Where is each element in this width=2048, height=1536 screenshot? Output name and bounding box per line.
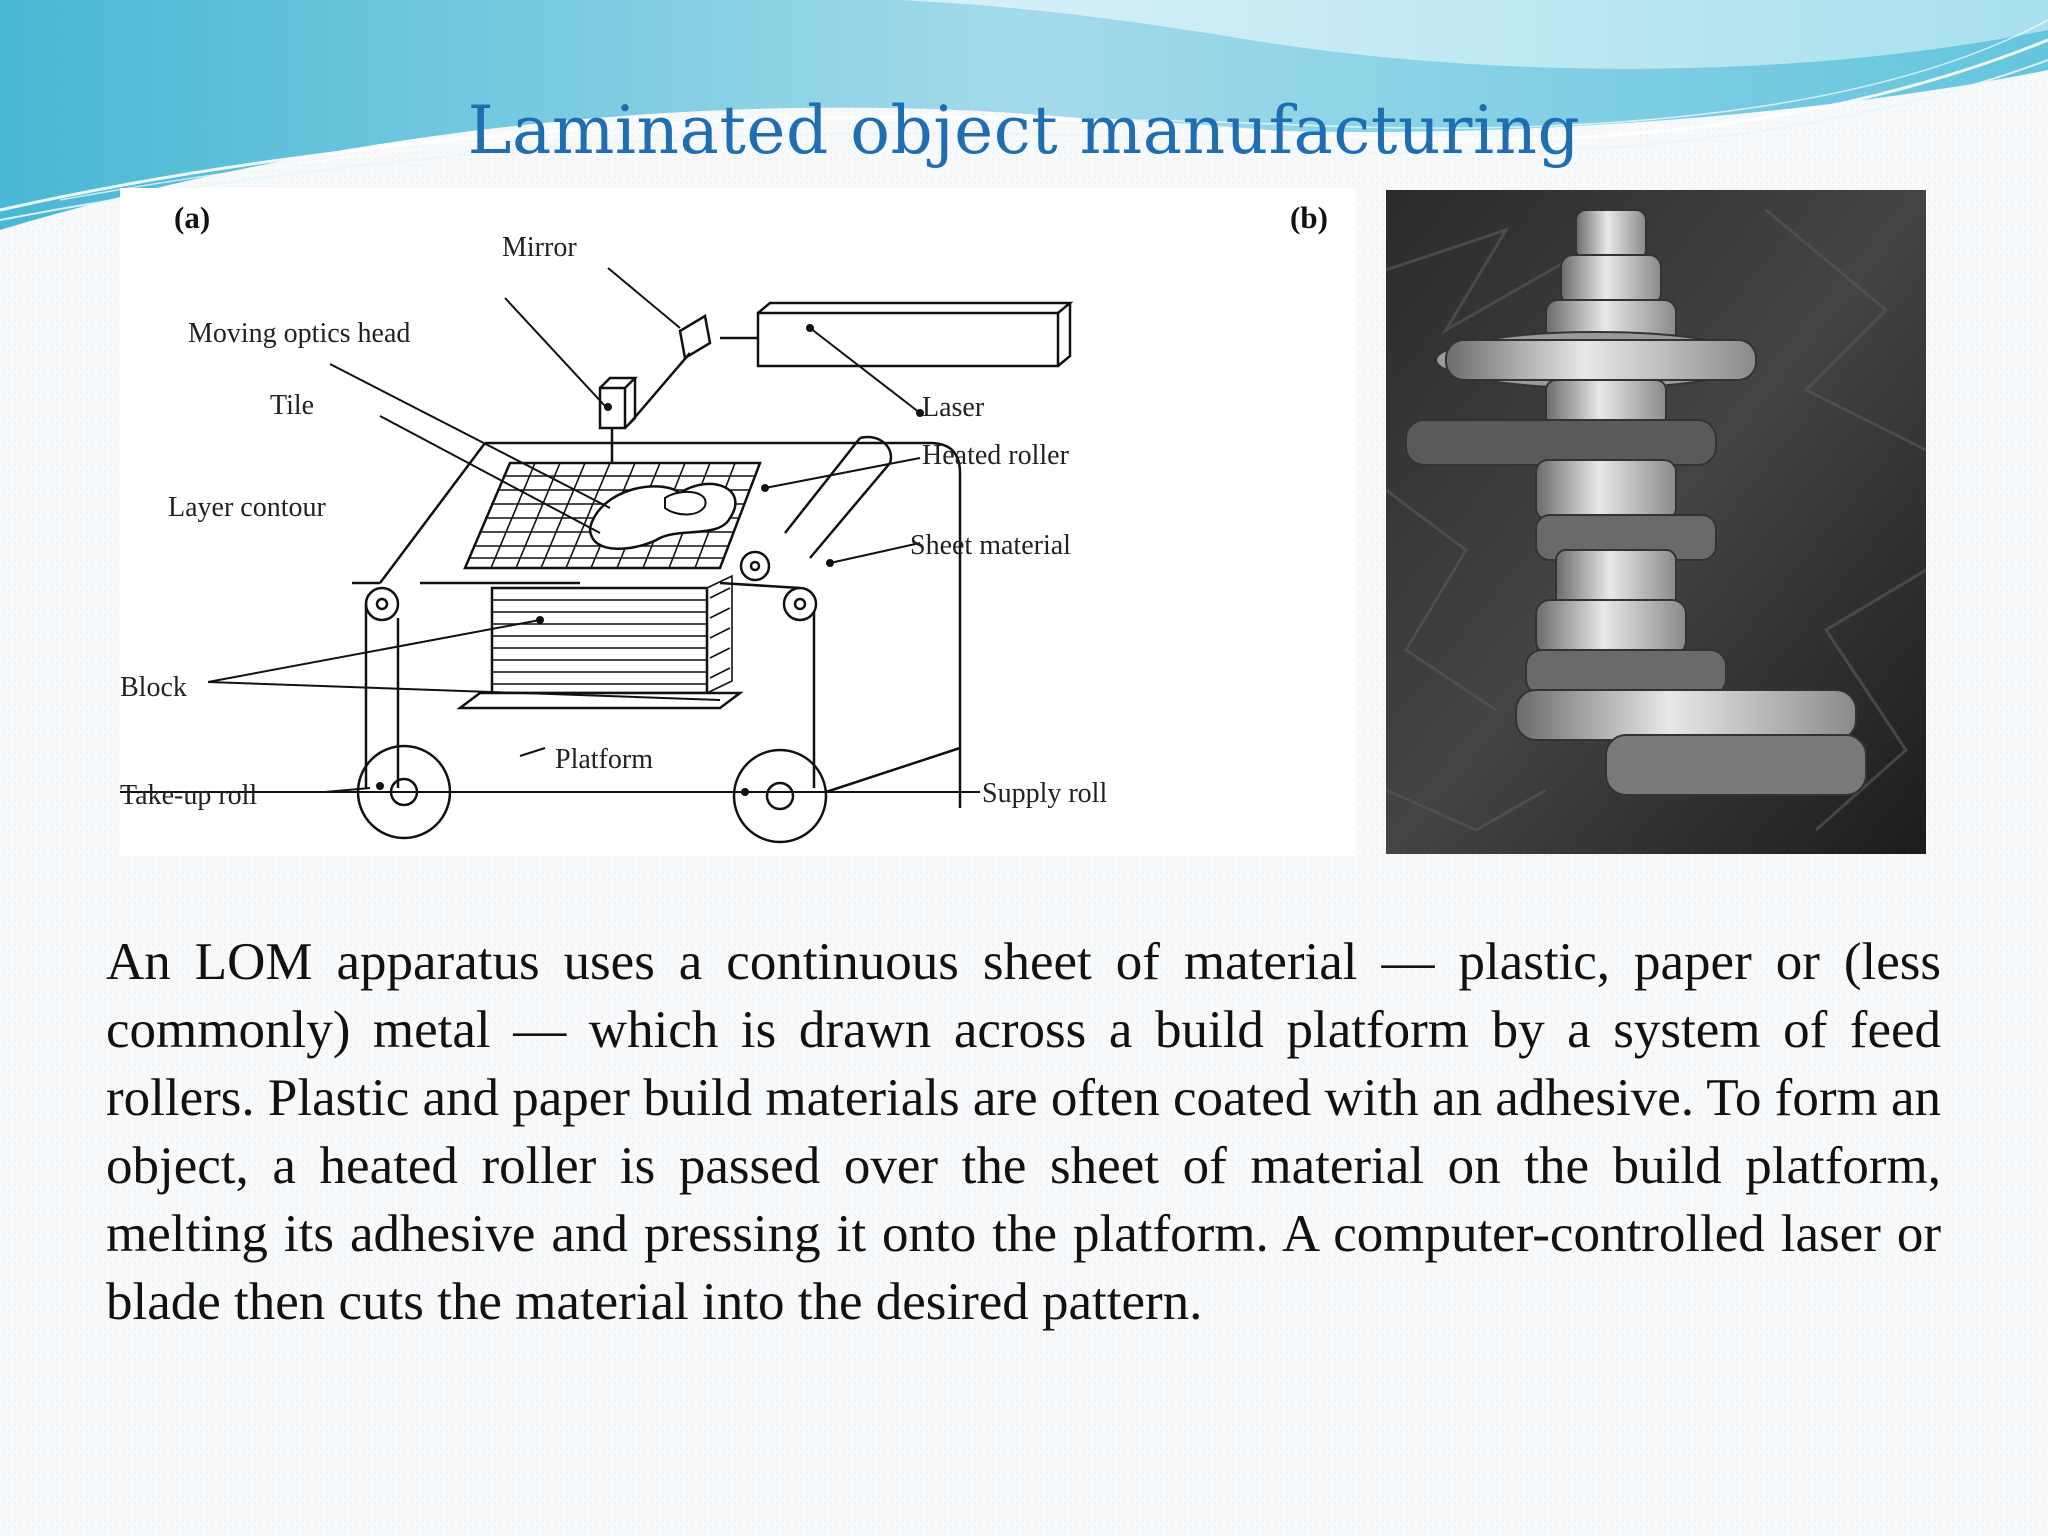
slide-title: Laminated object manufacturing xyxy=(467,92,1581,169)
label-layer-contour: Layer contour xyxy=(168,492,326,523)
lom-schematic-svg: (a) Mirror Moving optics head Laser Tile… xyxy=(120,200,1328,844)
body-paragraph: An LOM apparatus uses a continuous sheet… xyxy=(106,933,1941,1331)
label-take-up-roll: Take-up roll xyxy=(120,780,257,811)
label-sheet-material: Sheet material xyxy=(910,530,1071,561)
lom-part-photo xyxy=(1385,190,1927,854)
figure-a-tag: (a) xyxy=(174,200,210,235)
label-platform: Platform xyxy=(555,744,653,775)
label-block: Block xyxy=(120,672,187,703)
label-moving-optics-head: Moving optics head xyxy=(188,318,410,349)
figure-b-tag: (b) xyxy=(1290,200,1328,235)
label-tile: Tile xyxy=(270,390,314,421)
crankshaft-illustration xyxy=(1385,190,1927,854)
label-supply-roll: Supply roll xyxy=(982,778,1107,809)
lom-schematic-figure: (a) Mirror Moving optics head Laser Tile… xyxy=(120,188,1355,856)
label-laser: Laser xyxy=(922,392,985,423)
label-mirror: Mirror xyxy=(502,232,577,263)
header-wave-decoration xyxy=(0,0,2048,230)
label-heated-roller: Heated roller xyxy=(922,440,1070,471)
